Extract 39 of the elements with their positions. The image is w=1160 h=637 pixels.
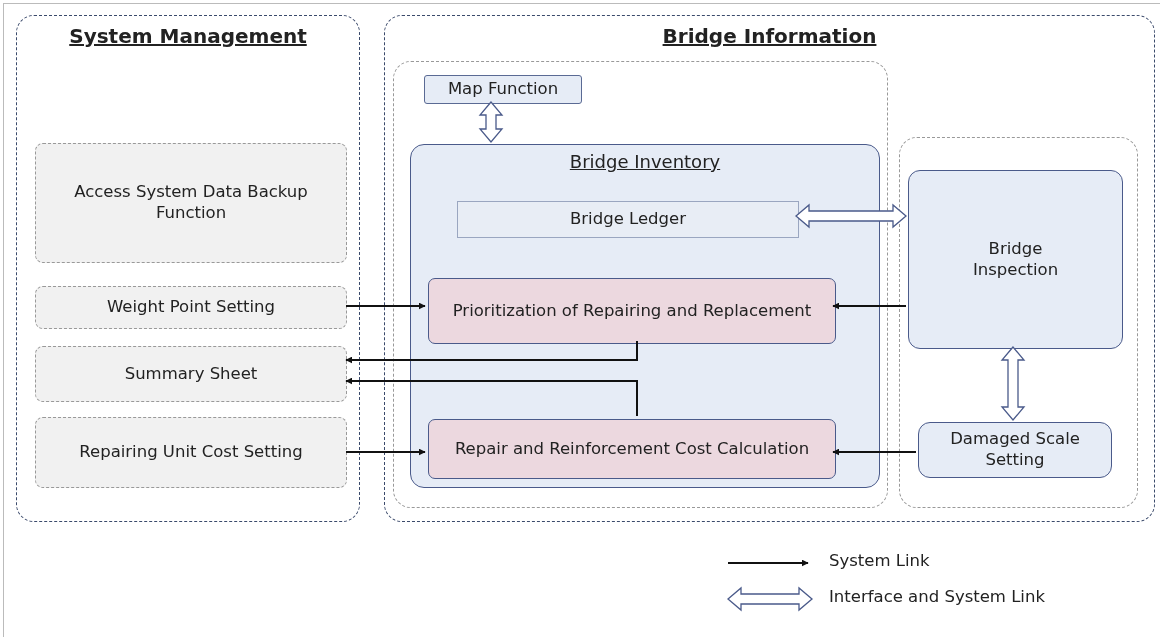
arrow bbox=[832, 448, 917, 456]
process-box bbox=[918, 422, 1112, 478]
node-label: Access System Data Backup Function bbox=[73, 182, 309, 224]
process-box bbox=[35, 286, 347, 329]
double-arrow bbox=[1000, 346, 1026, 421]
double-arrow bbox=[478, 101, 504, 143]
process-box bbox=[428, 278, 836, 344]
node-label: Map Function bbox=[446, 79, 560, 100]
process-box bbox=[428, 419, 836, 479]
double-arrow bbox=[795, 203, 907, 229]
arrow bbox=[345, 448, 426, 456]
process-box bbox=[457, 201, 799, 238]
node-label: Prioritization of Repairing and Replacement bbox=[451, 300, 813, 322]
node-label: Bridge Ledger bbox=[569, 209, 687, 230]
process-box bbox=[35, 417, 347, 488]
node-label: Weight Point Setting bbox=[106, 297, 276, 318]
node-label: Damaged Scale Setting bbox=[949, 429, 1081, 471]
section-heading: System Management bbox=[68, 24, 308, 48]
arrow bbox=[345, 340, 638, 364]
node-label: Repairing Unit Cost Setting bbox=[78, 442, 304, 463]
section-heading: Bridge Information bbox=[661, 24, 878, 48]
process-box bbox=[35, 143, 347, 263]
process-box bbox=[35, 346, 347, 402]
arrow bbox=[345, 302, 426, 310]
legend-label: Interface and System Link bbox=[829, 587, 1045, 606]
arrow bbox=[345, 377, 638, 417]
dashed-group-panel bbox=[899, 137, 1138, 508]
dashed-group-panel bbox=[16, 15, 360, 522]
arrow bbox=[832, 302, 907, 310]
dashed-group-panel bbox=[384, 15, 1155, 522]
process-box bbox=[908, 170, 1123, 349]
process-box bbox=[424, 75, 582, 104]
section-heading: Bridge Inventory bbox=[568, 151, 722, 172]
legend-label: System Link bbox=[829, 551, 930, 570]
node-label: Bridge Inspection bbox=[971, 238, 1060, 281]
node-label: Repair and Reinforcement Cost Calculation bbox=[453, 438, 811, 460]
dashed-group-panel bbox=[393, 61, 888, 508]
node-label: Summary Sheet bbox=[123, 363, 259, 385]
module-panel bbox=[410, 144, 880, 488]
